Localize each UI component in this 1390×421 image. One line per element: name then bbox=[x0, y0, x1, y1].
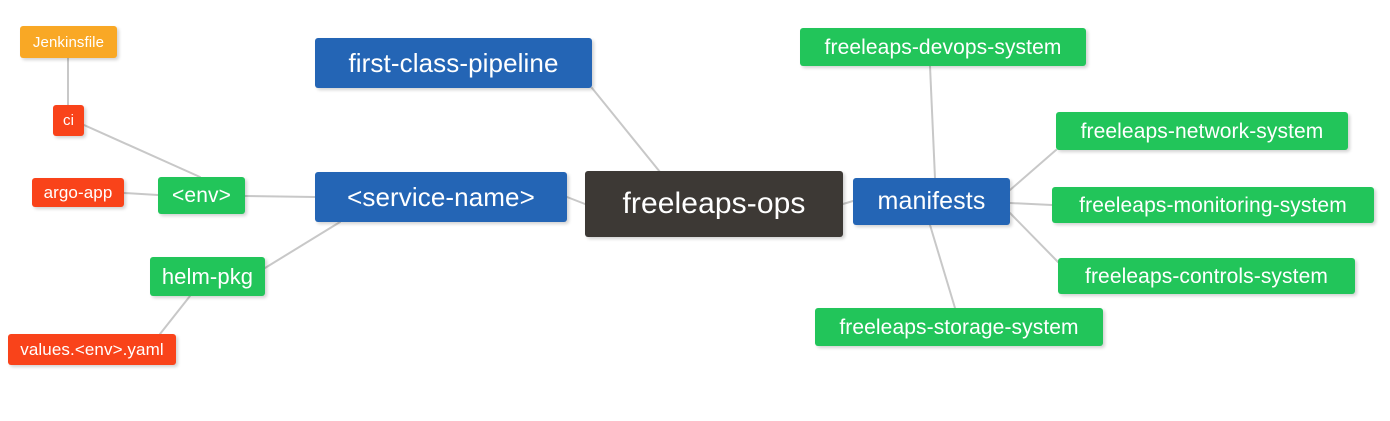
node-freeleaps-network-system[interactable]: freeleaps-network-system bbox=[1056, 112, 1348, 150]
node-freeleaps-controls-system[interactable]: freeleaps-controls-system bbox=[1058, 258, 1355, 294]
node-argo-app[interactable]: argo-app bbox=[32, 178, 124, 207]
node-freeleaps-devops-system[interactable]: freeleaps-devops-system bbox=[800, 28, 1086, 66]
edge-service-name-to-env bbox=[244, 195, 316, 198]
edge-manifests-to-freeleaps-monitoring-system bbox=[1009, 202, 1053, 206]
node-service-name[interactable]: <service-name> bbox=[315, 172, 567, 222]
edge-freeleaps-ops-to-first-class-pipeline bbox=[591, 87, 661, 173]
node-env[interactable]: <env> bbox=[158, 177, 245, 214]
edge-manifests-to-freeleaps-devops-system bbox=[929, 65, 936, 179]
edge-freeleaps-ops-to-manifests bbox=[842, 200, 854, 205]
edge-manifests-to-freeleaps-controls-system bbox=[1009, 212, 1059, 263]
node-manifests[interactable]: manifests bbox=[853, 178, 1010, 225]
node-freeleaps-ops[interactable]: freeleaps-ops bbox=[585, 171, 843, 237]
node-ci[interactable]: ci bbox=[53, 105, 84, 136]
edge-env-to-ci bbox=[83, 124, 201, 178]
edge-manifests-to-freeleaps-storage-system bbox=[929, 224, 956, 309]
edge-freeleaps-ops-to-service-name bbox=[566, 196, 586, 205]
node-jenkinsfile[interactable]: Jenkinsfile bbox=[20, 26, 117, 58]
node-values-env-yaml[interactable]: values.<env>.yaml bbox=[8, 334, 176, 365]
node-freeleaps-monitoring-system[interactable]: freeleaps-monitoring-system bbox=[1052, 187, 1374, 223]
edge-helm-pkg-to-values-env-yaml bbox=[159, 295, 191, 335]
edge-manifests-to-freeleaps-network-system bbox=[1009, 149, 1057, 191]
node-freeleaps-storage-system[interactable]: freeleaps-storage-system bbox=[815, 308, 1103, 346]
node-helm-pkg[interactable]: helm-pkg bbox=[150, 257, 265, 296]
edge-env-to-argo-app bbox=[123, 192, 159, 196]
edge-service-name-to-helm-pkg bbox=[264, 221, 341, 269]
node-first-class-pipeline[interactable]: first-class-pipeline bbox=[315, 38, 592, 88]
